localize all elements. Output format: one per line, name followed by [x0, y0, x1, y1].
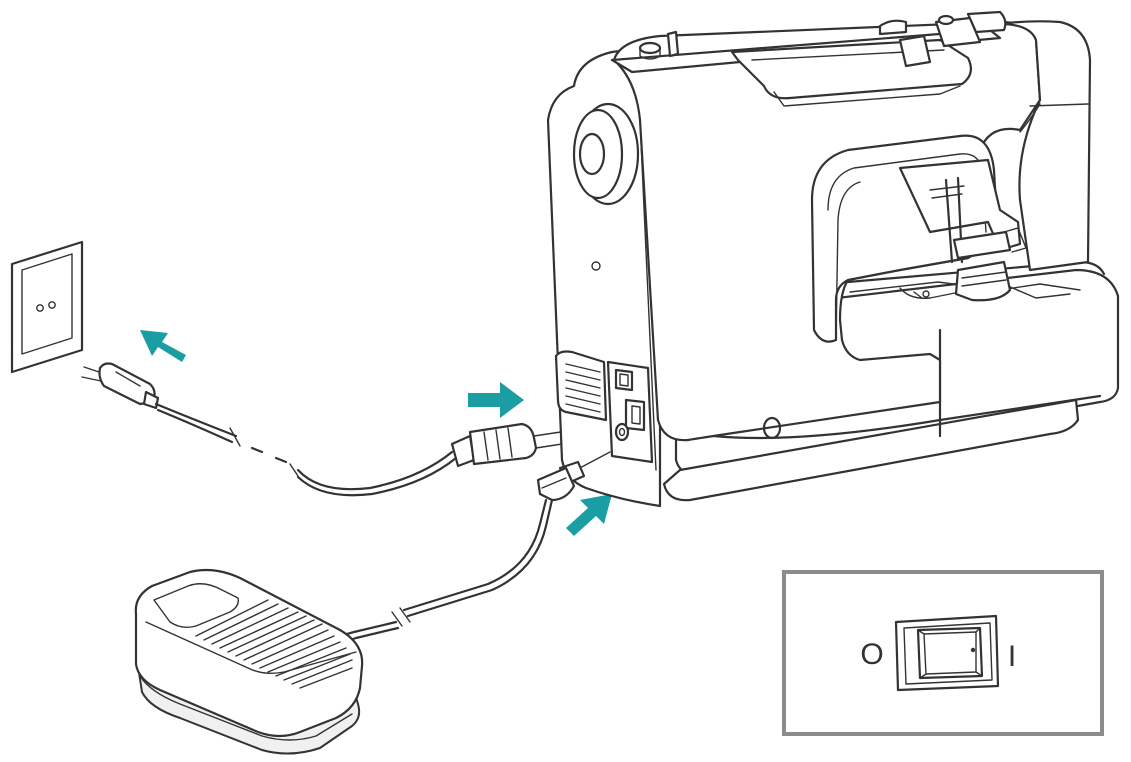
- power-inlet: [624, 398, 646, 432]
- socket-hole-icon: [48, 301, 56, 309]
- socket-hole-icon: [36, 304, 44, 312]
- rear-connector-panel: [606, 360, 654, 464]
- arrows: [140, 330, 612, 536]
- controller-plug: [536, 451, 611, 502]
- needle-assembly: [898, 158, 1027, 302]
- rocker-switch: [916, 626, 984, 680]
- arrow-to-foot-jack-icon: [566, 494, 612, 536]
- controller-cable: [324, 498, 554, 652]
- foot-controller: [134, 568, 364, 755]
- arrow-to-socket-icon: [140, 330, 186, 362]
- off-symbol: O: [860, 638, 883, 671]
- vent-grille: [554, 350, 608, 422]
- hand-wheel: [572, 102, 640, 206]
- mini-power-switch: [614, 368, 634, 392]
- power-plug: [81, 362, 160, 410]
- arrow-to-machine-icon: [468, 382, 524, 418]
- foot-controller-ridges: [195, 599, 353, 689]
- power-switch-inset: O I: [782, 570, 1104, 736]
- wall-socket: [10, 240, 84, 374]
- power-cord: [154, 402, 458, 497]
- on-symbol: I: [1008, 640, 1016, 673]
- sewing-machine: [546, 10, 1120, 508]
- foot-controller-jack: [614, 422, 630, 442]
